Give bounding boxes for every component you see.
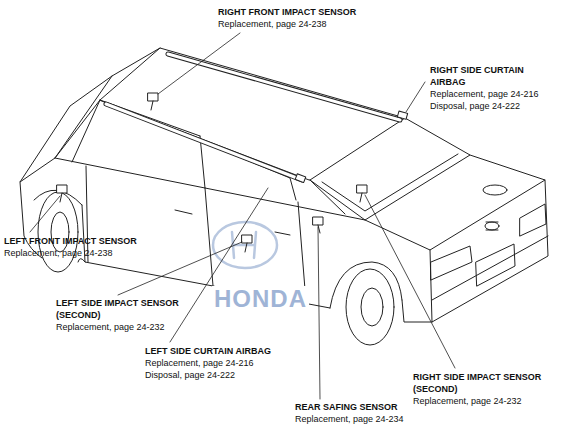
label-group: RIGHT SIDE IMPACT SENSOR (SECOND)Replace… <box>413 371 561 407</box>
page-reference: Replacement, page 24-238 <box>4 247 137 259</box>
label-group: RIGHT SIDE CURTAIN AIRBAGReplacement, pa… <box>430 64 561 112</box>
page-reference: Replacement, page 24-234 <box>295 413 404 425</box>
leader-line <box>30 33 455 399</box>
label-group: REAR SAFING SENSORReplacement, page 24-2… <box>295 401 404 425</box>
part-name: RIGHT FRONT IMPACT SENSOR <box>218 6 356 18</box>
page-reference: Disposal, page 24-222 <box>430 100 561 112</box>
label-group: HONDA <box>212 286 309 312</box>
watermark: HONDA <box>212 286 309 312</box>
label-group: LEFT FRONT IMPACT SENSORReplacement, pag… <box>4 235 137 259</box>
impact-sensor <box>57 93 367 252</box>
page-reference: Replacement, page 24-216 <box>430 88 561 100</box>
label-group: RIGHT FRONT IMPACT SENSORReplacement, pa… <box>218 6 356 30</box>
label-group: LEFT SIDE IMPACT SENSOR (SECOND)Replacem… <box>56 297 206 333</box>
watermark-logo <box>213 222 277 268</box>
part-name: LEFT SIDE CURTAIN AIRBAG <box>145 345 271 357</box>
page-reference: Replacement, page 24-238 <box>218 18 356 30</box>
page-reference: Replacement, page 24-232 <box>413 395 561 407</box>
part-name: LEFT FRONT IMPACT SENSOR <box>4 235 137 247</box>
part-name: RIGHT SIDE CURTAIN AIRBAG <box>430 64 561 88</box>
page-reference: Replacement, page 24-232 <box>56 321 206 333</box>
page-reference: Disposal, page 24-222 <box>145 369 271 381</box>
part-name: LEFT SIDE IMPACT SENSOR (SECOND) <box>56 297 206 321</box>
curtain-airbag <box>106 54 408 183</box>
part-name: REAR SAFING SENSOR <box>295 401 404 413</box>
part-name: RIGHT SIDE IMPACT SENSOR (SECOND) <box>413 371 561 395</box>
label-group: LEFT SIDE CURTAIN AIRBAGReplacement, pag… <box>145 345 271 381</box>
page-reference: Replacement, page 24-216 <box>145 357 271 369</box>
